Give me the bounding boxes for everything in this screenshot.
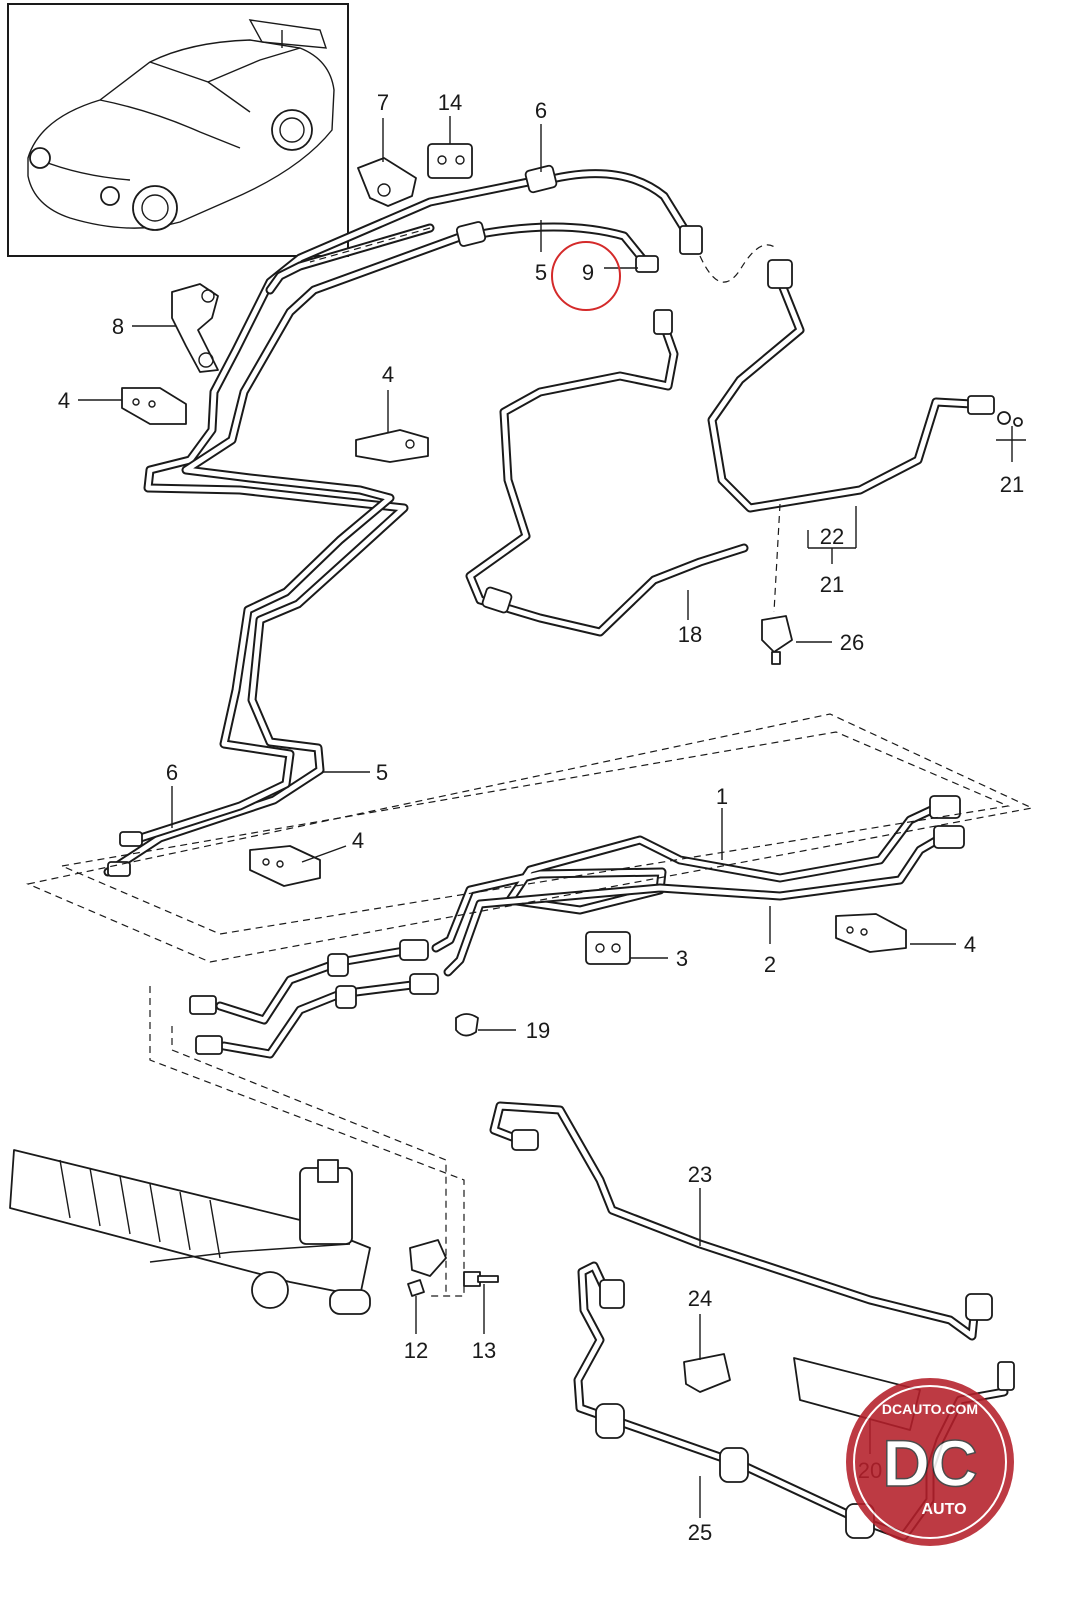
callout-24: 25	[688, 1520, 712, 1545]
dashed-outlines	[26, 227, 1034, 1297]
pipe-22	[489, 1101, 993, 1341]
callout-2: 2	[764, 952, 776, 977]
callout-1: 1	[716, 784, 728, 809]
callout-20: 21	[820, 572, 844, 597]
callout-21-b: 22	[820, 524, 844, 549]
callout-26: 26	[840, 630, 864, 655]
steering-rack	[9, 1149, 371, 1315]
dcauto-watermark: DCAUTO.COM DC AUTO	[846, 1378, 1014, 1546]
watermark-mark: DC	[882, 1426, 977, 1500]
leader-lines	[78, 116, 1026, 1518]
vehicle-thumbnail	[7, 3, 349, 257]
callout-7: 7	[377, 90, 389, 115]
callout-5-lower: 5	[376, 760, 388, 785]
pipe-1-2	[431, 795, 965, 977]
callout-3: 3	[676, 946, 688, 971]
callout-9[interactable]: 9	[582, 260, 594, 285]
callout-23: 24	[688, 1286, 712, 1311]
watermark-sub: AUTO	[921, 1501, 966, 1518]
callout-14: 14	[438, 90, 462, 115]
small-parts	[121, 143, 1023, 1393]
hose-20-21	[699, 244, 995, 613]
callout-5-upper: 5	[535, 260, 547, 285]
callout-12: 12	[404, 1338, 428, 1363]
callout-4-c: 4	[352, 828, 364, 853]
pipe-5-6-bundle	[103, 164, 703, 877]
callout-13: 13	[472, 1338, 496, 1363]
callout-4-a: 4	[58, 388, 70, 413]
callout-labels: 7 14 6 5 9 8 4 4 21 22 21 18 26 6 5 4 1 …	[58, 90, 1024, 1545]
callout-21-a: 21	[1000, 472, 1024, 497]
highlight-circle-9	[551, 241, 621, 311]
hose-18	[465, 309, 749, 637]
callout-18: 18	[678, 622, 702, 647]
callout-8: 8	[112, 314, 124, 339]
callout-6-upper: 6	[535, 98, 547, 123]
callout-22: 23	[688, 1162, 712, 1187]
callout-19: 19	[526, 1018, 550, 1043]
callout-4-b: 4	[382, 362, 394, 387]
watermark-site: DCAUTO.COM	[882, 1401, 978, 1417]
callout-6-lower: 6	[166, 760, 178, 785]
rack-hoses	[189, 939, 439, 1059]
callout-4-d: 4	[964, 932, 976, 957]
